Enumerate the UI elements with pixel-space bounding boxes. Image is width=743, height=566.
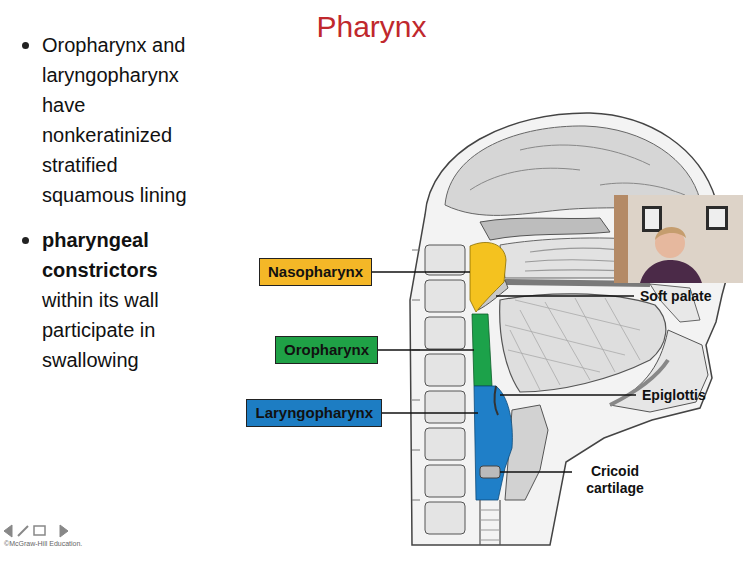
illustration-part <box>425 280 465 312</box>
nasopharynx-region <box>470 242 506 312</box>
bullet-text: Oropharynx and laryngopharynx have nonke… <box>42 30 214 210</box>
illustration-part <box>425 391 465 423</box>
illustration-part <box>60 525 68 537</box>
part-label: Epiglottis <box>642 387 706 403</box>
laryngopharynx-region <box>474 386 512 500</box>
illustration-part <box>4 525 12 537</box>
illustration-part <box>410 113 732 545</box>
illustration-part <box>425 245 465 534</box>
illustration-part <box>706 206 728 230</box>
box-label: Laryngopharynx <box>255 404 373 422</box>
illustration-part <box>382 412 478 414</box>
illustration-part <box>372 271 470 273</box>
bullet-text: within its wall participate in swallowin… <box>42 285 214 375</box>
illustration-part <box>378 349 474 351</box>
epiglottis-shape <box>494 386 498 415</box>
nav-icons <box>4 525 68 537</box>
oropharynx-region <box>472 314 492 386</box>
illustration-part <box>480 218 610 240</box>
illustration-part <box>614 195 743 283</box>
cricoid-shape <box>480 466 500 478</box>
illustration-part <box>655 227 686 240</box>
illustration-part <box>610 330 708 412</box>
part-label: Soft palate <box>640 288 712 304</box>
illustration-part <box>480 510 500 540</box>
bullet-dot <box>22 237 29 244</box>
illustration-part <box>496 295 634 297</box>
illustration-part <box>640 260 702 283</box>
illustration-part <box>505 298 640 390</box>
box-label: Oropharynx <box>284 341 369 359</box>
illustration-part <box>18 526 28 536</box>
illustration-part <box>425 428 465 460</box>
illustration-part <box>480 500 500 545</box>
part-label: Cricoid cartilage <box>577 463 653 497</box>
illustration-part <box>645 209 659 229</box>
illustration-part <box>425 502 465 534</box>
illustration-part <box>500 294 666 392</box>
bullet-dot <box>22 42 29 49</box>
label-box: Laryngopharynx <box>246 399 382 427</box>
webcam-inset <box>614 195 743 283</box>
illustration-part <box>642 206 662 232</box>
box-label: Nasopharynx <box>268 263 363 281</box>
illustration-part <box>470 145 685 195</box>
illustration-part <box>614 195 628 283</box>
illustration-part <box>412 250 420 500</box>
illustration-part <box>425 465 465 497</box>
head-section <box>410 113 732 545</box>
illustration-part <box>425 317 465 349</box>
illustration-part <box>500 394 636 396</box>
illustration-part <box>34 526 45 535</box>
leader-lines <box>372 272 636 472</box>
illustration-part <box>425 245 465 275</box>
bullet-text-bold: pharyngeal constrictors <box>42 225 214 285</box>
illustration-part <box>709 209 725 227</box>
illustration-part <box>425 354 465 386</box>
illustration-part <box>500 471 572 473</box>
copyright-note: ©McGraw-Hill Education. <box>4 540 82 547</box>
label-box: Oropharynx <box>275 336 378 364</box>
label-box: Nasopharynx <box>259 258 372 286</box>
